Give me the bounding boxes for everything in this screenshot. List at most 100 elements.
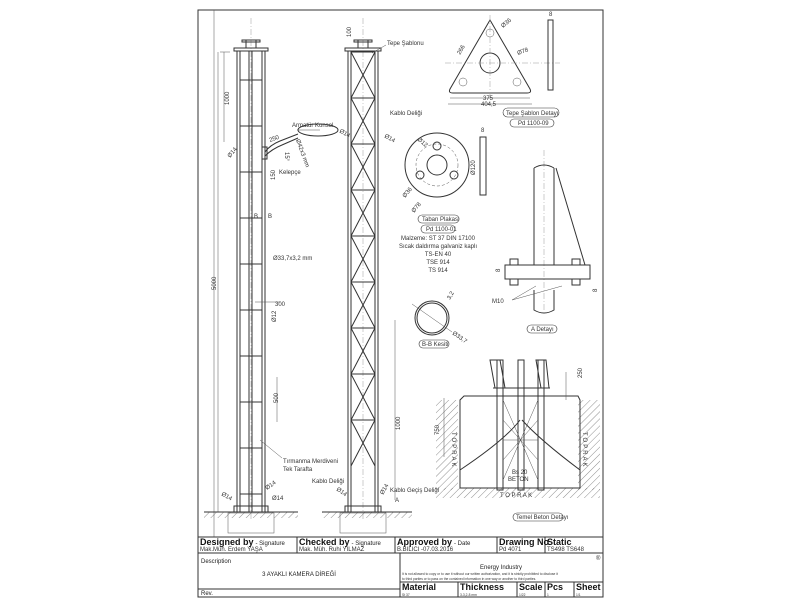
dia14-left: Ø14	[338, 129, 351, 140]
approved-by: Approved by- Date	[397, 537, 471, 547]
section-mark-b-right: B	[268, 214, 272, 220]
description-value: 3 AYAKLI KAMERA DİREĞİ	[262, 571, 336, 578]
taban-d12: Ø12	[416, 137, 429, 149]
dim-total-5000: 5000	[212, 276, 218, 290]
truss-brace	[350, 281, 376, 329]
dia14-bottom-r: Ø14	[380, 483, 391, 496]
dia14-bottom-right: Ø14	[272, 496, 284, 502]
ladder-label-1: Tırmanma Merdiveni	[283, 459, 338, 465]
approved-by-value: B.BILICI -07.03.2016	[397, 547, 454, 553]
material-value: St 37	[402, 593, 410, 597]
tepe-sablon-title: Tepe Şablon Detayı	[506, 111, 559, 117]
soil-bottom-label: T O P R A K	[500, 493, 532, 499]
tube-dim: Ø33,7x3,2 mm	[273, 256, 312, 262]
side-view-truss	[344, 18, 396, 520]
dim-top-1000: 1000	[225, 91, 231, 105]
dim-12: Ø12	[272, 310, 278, 322]
title-block	[198, 536, 603, 597]
foundation-dim-750: 750	[435, 424, 441, 435]
checked-by-value: Mak. Müh. Ruhi YILMAZ	[299, 547, 365, 553]
static-value: TS498 TS648	[547, 547, 585, 553]
taban-d78: Ø78	[411, 201, 423, 214]
registered-symbol: ®	[596, 555, 601, 562]
taban-note-4: TSE 914	[426, 260, 450, 266]
sheet-label: Sheet	[576, 582, 601, 592]
drawing-frame	[197, 9, 604, 598]
taban-note-1: Malzeme: ST 37 DIN 17100	[401, 236, 476, 242]
soil-right-label: TOPRAK	[581, 432, 587, 469]
truss-brace	[350, 97, 376, 145]
bb-section-title: B-B Kesiti	[422, 342, 448, 348]
truss-brace	[350, 235, 376, 283]
tepe-d78: Ø78	[517, 47, 530, 57]
kablo-deligi-top-label: Kablo Deliği	[390, 111, 422, 117]
checked-by: Checked by- Signature	[299, 537, 382, 547]
concrete-class: Bs 20	[512, 470, 528, 476]
truss-brace	[350, 373, 376, 421]
dia14-right: Ø14	[383, 134, 396, 145]
pcs-label: Pcs	[547, 582, 563, 592]
section-mark-b-left: B	[254, 214, 258, 220]
drawing-no-value: Pd 4071	[499, 547, 522, 553]
detail-mark-a: A	[395, 498, 399, 504]
dia14-bottom-mid: Ø14	[265, 480, 278, 492]
tepe-sablon-code: Pd 1100-09	[518, 121, 549, 127]
pcs-value: 1	[547, 593, 549, 597]
scale-label: Scale	[519, 582, 543, 592]
arm-pipe-dim: Ø42x3 mm	[294, 139, 310, 169]
taban-code: Pd 1100-01	[426, 227, 457, 233]
dim-150: 150	[271, 169, 277, 180]
dim-1000: 1000	[396, 416, 402, 430]
thickness-label: Thickness	[460, 582, 504, 592]
designed-by: Designed by- Signature	[200, 537, 286, 547]
designed-by-value: Mak.Müh. Erdem YAŞA	[200, 547, 263, 553]
dia14-bottom-l: Ø14	[335, 487, 348, 499]
dim-300: 300	[275, 302, 286, 308]
tepe-sablonu-label: Tepe Şablonu	[387, 41, 424, 47]
drawing-no-label: Drawing No	[499, 537, 550, 547]
a-detail-title: A Detayı	[531, 327, 554, 333]
tepe-sablon-detail	[445, 15, 560, 128]
dim-15-deg: 15°	[283, 152, 289, 162]
dim-100: 100	[347, 26, 353, 37]
description-label: Description	[201, 559, 231, 565]
company-name: Energy Industry	[480, 565, 522, 571]
taban-title: Taban Plakası	[422, 217, 460, 223]
truss-brace	[350, 189, 376, 237]
taban-note-3: TS-EN 40	[425, 252, 452, 258]
taban-d36: Ø36	[402, 186, 414, 199]
tepe-d36: Ø36	[500, 17, 513, 29]
concrete-label: BETON	[508, 477, 529, 483]
a-thk-8-right: 8	[593, 288, 599, 292]
tepe-thk-8: 8	[549, 12, 553, 18]
rev-label: Rev.	[201, 591, 213, 597]
truss-brace	[350, 51, 376, 99]
bb-dia: Ø33,7	[451, 331, 468, 346]
taban-note-2: Sıcak daldırma galvaniz kaplı	[399, 244, 477, 250]
notice-line-2: to third parties or to pass on the conta…	[402, 577, 536, 581]
notice-line-1: It is not allowed to copy or to use it w…	[402, 572, 558, 576]
foundation-detail	[436, 359, 600, 522]
bb-section	[411, 300, 453, 349]
tepe-side-266: 266	[457, 44, 468, 56]
kablo-deligi-bottom-label: Kablo Deliği	[312, 479, 344, 485]
truss-brace	[350, 327, 376, 375]
static-label: Static	[547, 537, 572, 547]
taban-thk-8: 8	[481, 128, 485, 134]
taban-plaka-detail	[404, 132, 487, 234]
a-bolt-m10: M10	[492, 299, 504, 305]
armatur-konsol-label: Armatür Konsol	[292, 123, 333, 129]
ladder-label-2: Tek Tarafta	[283, 467, 313, 473]
dim-500: 500	[274, 392, 280, 403]
front-view-pole	[217, 18, 339, 520]
taban-d120: Ø120	[471, 160, 477, 175]
truss-brace	[350, 143, 376, 191]
material-label: Material	[402, 582, 436, 592]
scale-value: 1/22	[519, 593, 526, 597]
dia14-bottom-left: Ø14	[220, 492, 233, 503]
a-thk-8-left: 8	[496, 268, 502, 272]
kablo-gecis-label: Kablo Geçiş Deliği	[390, 488, 439, 494]
dim-arm-250: 250	[269, 135, 281, 144]
bb-wall-3-2: 3,2	[447, 290, 457, 301]
